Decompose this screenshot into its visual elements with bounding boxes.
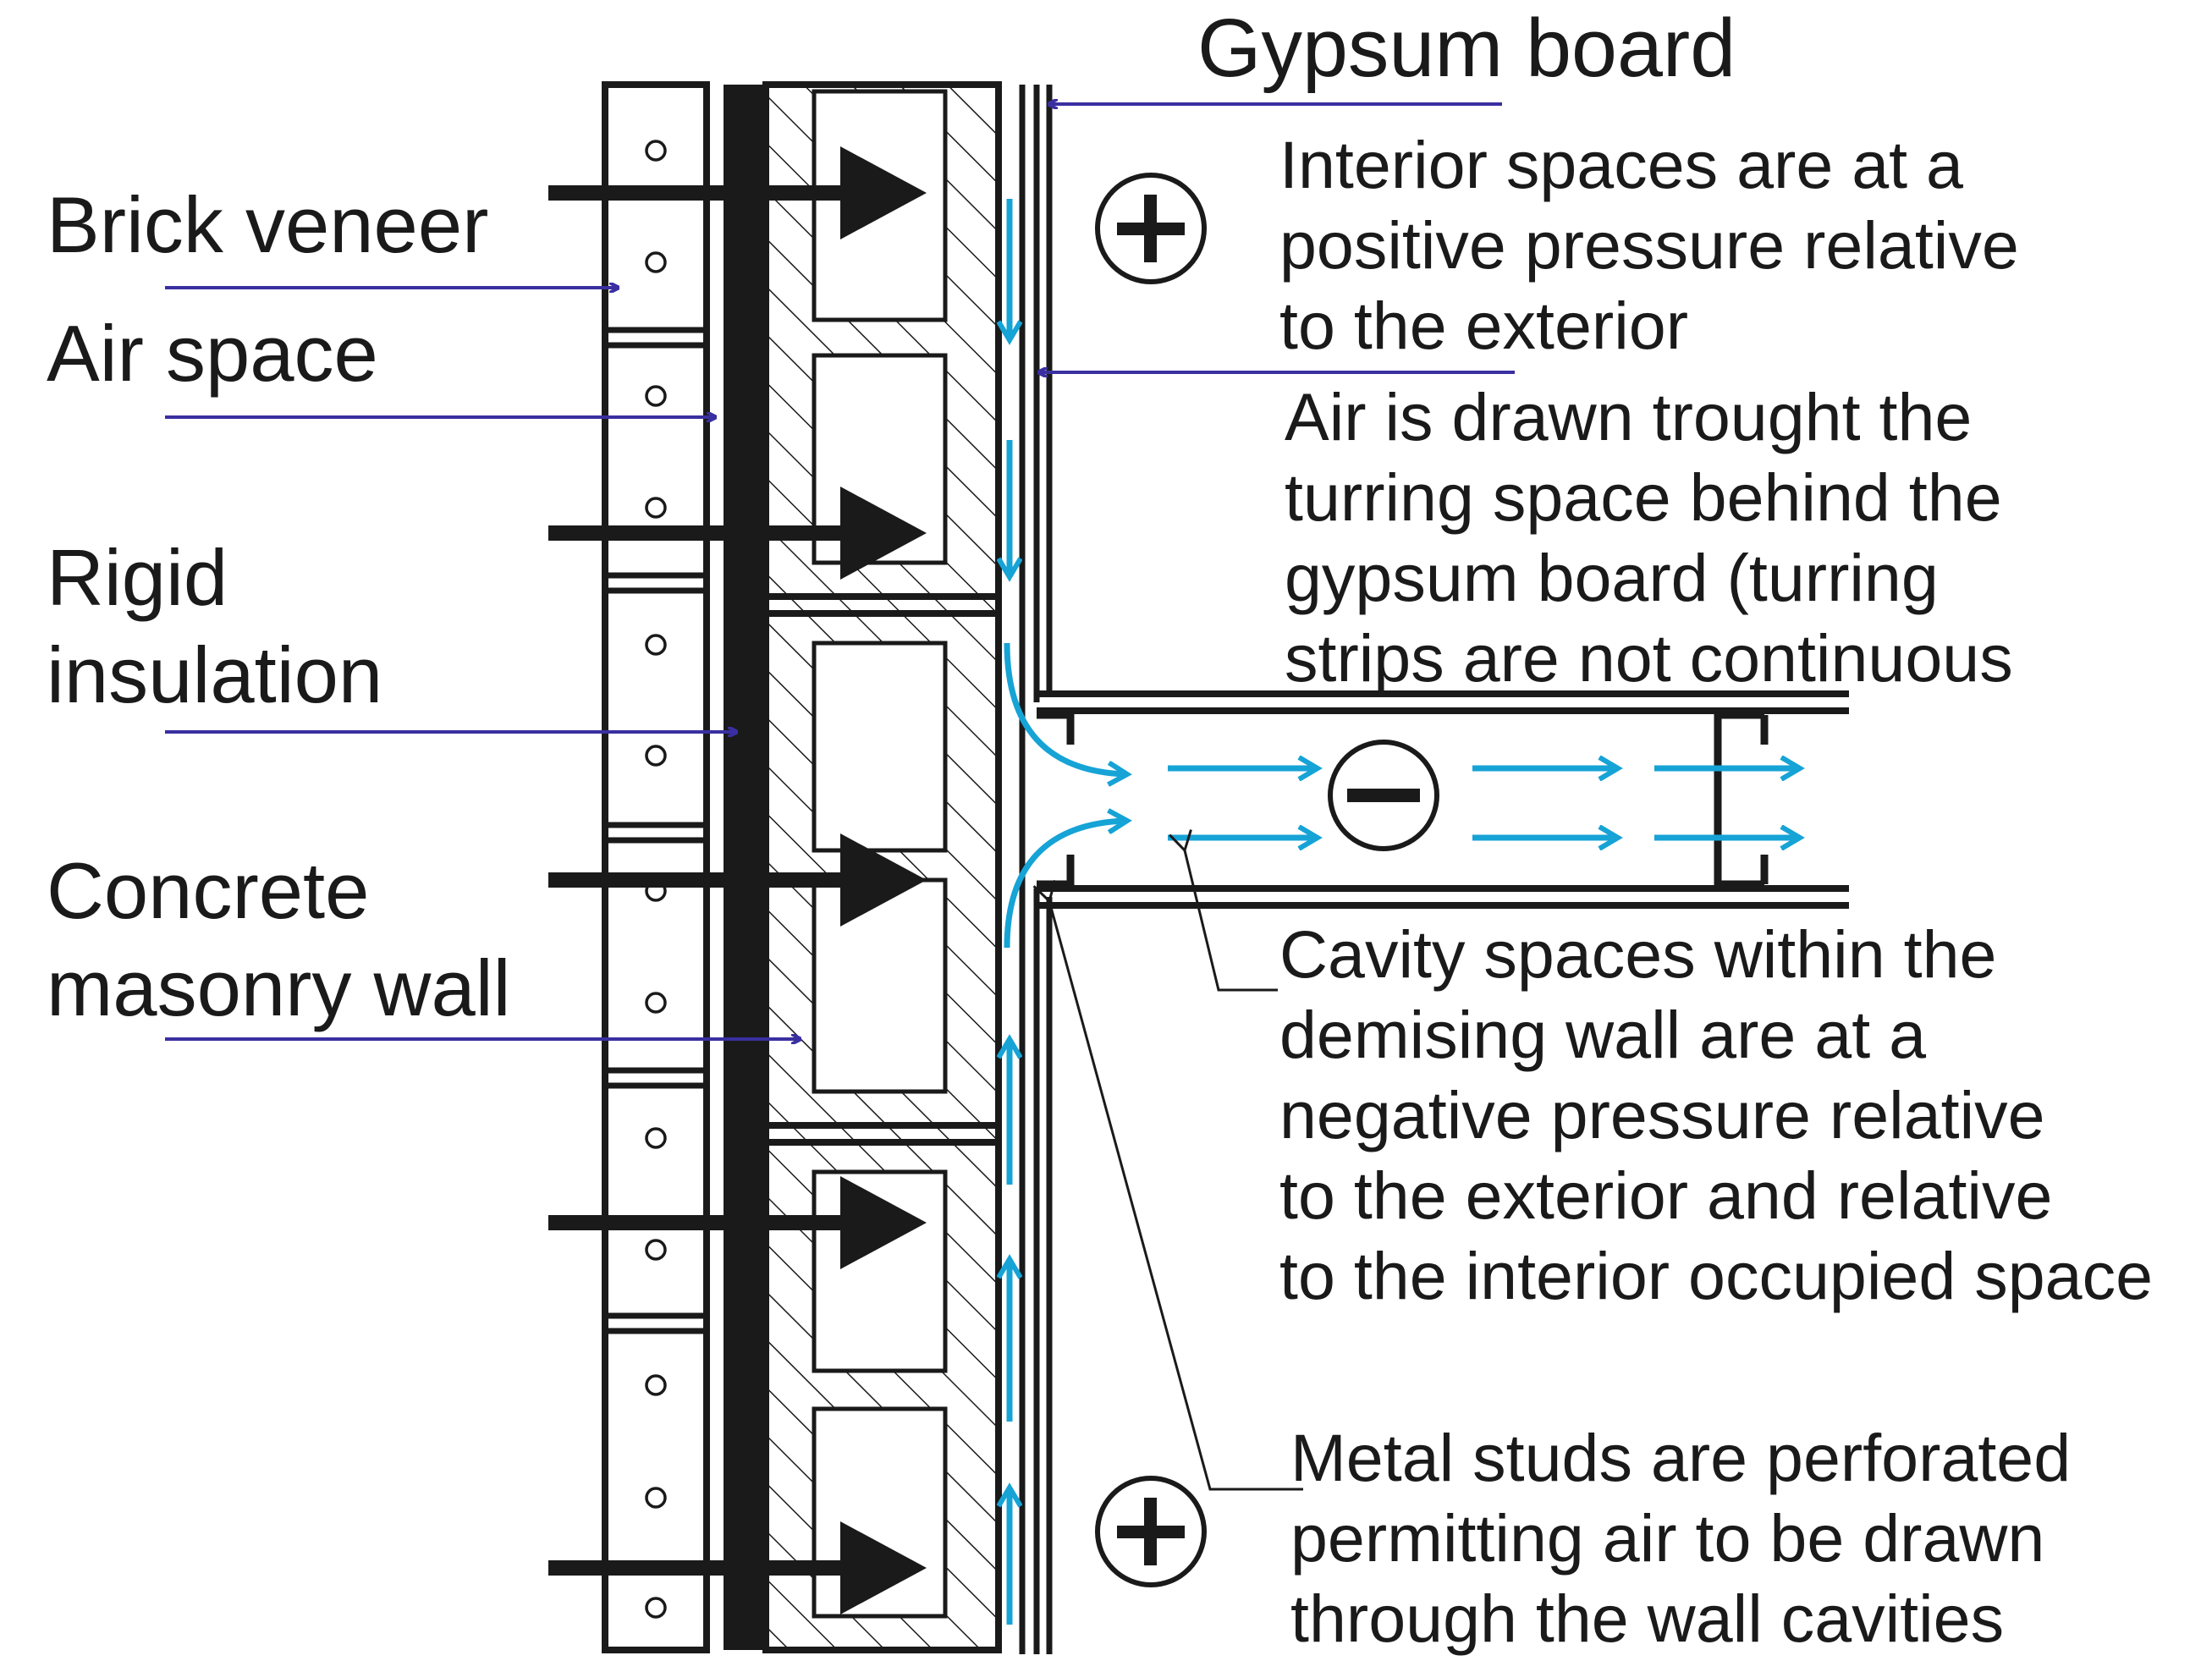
brick-veneer — [602, 81, 710, 1653]
svg-text:to the exterior and relative: to the exterior and relative — [1279, 1158, 2052, 1233]
brick-hole — [645, 1487, 667, 1509]
brick-hole — [645, 992, 667, 1014]
concrete-masonry-wall — [762, 81, 1002, 1653]
leader-metal-studs — [1032, 879, 1303, 1491]
svg-text:to the interior occupied space: to the interior occupied space — [1279, 1238, 2153, 1313]
airflow-turn-arrow — [1004, 821, 1125, 949]
svg-text:permitting air to be drawn: permitting air to be drawn — [1290, 1500, 2044, 1576]
demising-wall — [1037, 690, 1849, 909]
note-leaders — [1032, 829, 1303, 1491]
brick-hole — [645, 1239, 667, 1261]
brick-hole — [645, 1127, 667, 1149]
svg-text:demising wall are at a: demising wall are at a — [1279, 997, 1926, 1072]
pressure-arrow — [548, 146, 927, 239]
negative-pressure-symbol — [1328, 740, 1439, 851]
metal-stud-right — [1714, 711, 1769, 888]
positive-pressure-symbol-bottom — [1095, 1476, 1207, 1587]
svg-text:to the exterior: to the exterior — [1279, 288, 1688, 363]
rigid-insulation — [724, 85, 766, 1650]
label-brick-veneer: Brick veneer — [47, 180, 488, 269]
cmu-cell — [812, 641, 948, 853]
svg-text:through the wall cavities: through the wall cavities — [1290, 1581, 2004, 1656]
svg-text:Metal studs are perforated: Metal studs are perforated — [1290, 1420, 2071, 1495]
svg-text:positive pressure relative: positive pressure relative — [1279, 207, 2019, 283]
brick-hole — [645, 634, 667, 656]
airflow-turn-arrow — [1004, 642, 1125, 774]
svg-text:Air is drawn trought the: Air is drawn trought the — [1285, 379, 1972, 454]
pressure-arrow — [548, 1176, 927, 1269]
svg-text:turring space behind the: turring space behind the — [1285, 459, 2002, 535]
note-cavity-spaces: Cavity spaces within the demising wall a… — [1279, 916, 2153, 1313]
label-gypsum-board: Gypsum board — [1197, 2, 1736, 94]
leader-lines — [165, 104, 1515, 1039]
positive-pressure-symbol-top — [1095, 173, 1207, 284]
cmu-cell — [812, 877, 948, 1094]
svg-text:strips are not continuous: strips are not continuous — [1285, 620, 2013, 696]
label-rigid-insulation-line-1: Rigid — [47, 533, 228, 622]
svg-text:Cavity spaces within the: Cavity spaces within the — [1279, 916, 1996, 992]
cmu-cell — [812, 1169, 948, 1373]
pressure-arrow — [548, 487, 927, 580]
note-air-drawn: Air is drawn trought the turring space b… — [1285, 379, 2013, 696]
svg-text:Interior spaces are at a: Interior spaces are at a — [1279, 127, 1963, 202]
label-air-space: Air space — [47, 309, 378, 398]
label-concrete-masonry-wall-line-2: masonry wall — [47, 943, 511, 1032]
note-interior-pressure: Interior spaces are at a positive pressu… — [1279, 127, 2019, 363]
brick-hole — [645, 1597, 667, 1619]
brick-hole — [645, 140, 667, 162]
note-metal-studs: Metal studs are perforated permitting ai… — [1290, 1420, 2071, 1656]
svg-text:negative pressure relative: negative pressure relative — [1279, 1077, 2045, 1152]
brick-hole — [645, 745, 667, 767]
brick-hole — [645, 251, 667, 273]
brick-hole — [645, 1374, 667, 1396]
airflow-arrows — [1007, 199, 1798, 1625]
svg-text:gypsum board (turring: gypsum board (turring — [1285, 540, 1939, 615]
pressure-arrow — [548, 833, 927, 927]
leader-cavity-spaces — [1169, 829, 1278, 992]
pressure-arrow — [548, 1521, 927, 1614]
label-concrete-masonry-wall-line-1: Concrete — [47, 846, 369, 935]
label-rigid-insulation-line-2: insulation — [47, 630, 382, 719]
brick-hole — [645, 497, 667, 519]
brick-hole — [645, 385, 667, 407]
